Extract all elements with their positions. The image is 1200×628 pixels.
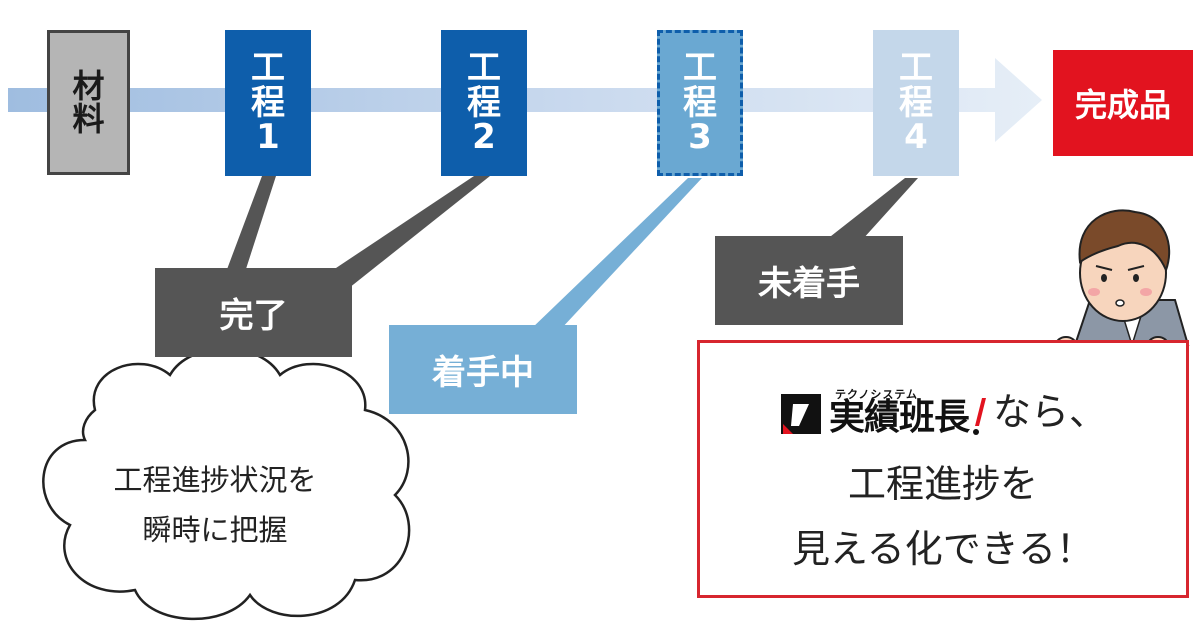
logo-slash-icon	[973, 398, 986, 435]
process-char: 程	[467, 82, 501, 123]
status-in-progress-label: 着手中	[389, 325, 577, 414]
process-char: 工	[251, 47, 285, 88]
process-2-box: 工 程 2	[441, 30, 527, 176]
status-done-label: 完了	[155, 268, 352, 357]
callout-line-1: テクノシステム 実績班長 なら、	[700, 381, 1186, 436]
process-char: 程	[251, 82, 285, 123]
logo: テクノシステム 実績班長	[779, 389, 987, 436]
logo-text: 実績班長	[828, 397, 970, 438]
process-4-box: 工 程 4	[873, 30, 959, 176]
material-box: 材 料	[47, 30, 130, 175]
callout-line-2: 工程進捗を	[847, 462, 1038, 506]
callout-line-1-suffix: なら、	[993, 390, 1108, 434]
process-number: 2	[472, 117, 496, 158]
material-char: 材	[72, 66, 105, 105]
cloud-text: 工程進捗状況を 瞬時に把握	[60, 455, 370, 555]
connector-process3-in-progress	[530, 178, 702, 330]
connector-process4-not-started	[826, 178, 918, 240]
process-char: 程	[683, 82, 717, 123]
status-done-text: 完了	[219, 296, 288, 336]
status-in-progress-text: 着手中	[432, 353, 534, 393]
material-char: 料	[72, 99, 105, 138]
callout-box: テクノシステム 実績班長 なら、 工程進捗を 見える化できる！	[697, 340, 1189, 598]
cloud-line-1: 工程進捗状況を	[113, 463, 317, 497]
cloud-line-2: 瞬時に把握	[142, 513, 288, 547]
callout-line-3: 見える化できる！	[791, 527, 1095, 571]
process-char: 程	[899, 82, 933, 123]
process-char: 工	[899, 47, 933, 88]
connector-process2-done	[318, 176, 490, 292]
process-number: 4	[904, 117, 928, 158]
product-label: 完成品	[1074, 86, 1171, 124]
person-illustration	[1047, 209, 1190, 370]
connector-process1-done	[226, 176, 276, 272]
process-1-box: 工 程 1	[225, 30, 311, 176]
process-number: 1	[256, 117, 280, 158]
process-number: 3	[688, 117, 712, 158]
status-not-started-text: 未着手	[758, 264, 860, 304]
logo-mark-icon	[780, 394, 821, 434]
process-char: 工	[467, 47, 501, 88]
status-not-started-label: 未着手	[715, 236, 903, 325]
logo-kana: テクノシステム	[834, 388, 918, 401]
process-3-box: 工 程 3	[657, 30, 743, 176]
process-char: 工	[683, 47, 717, 88]
product-box: 完成品	[1053, 50, 1193, 156]
